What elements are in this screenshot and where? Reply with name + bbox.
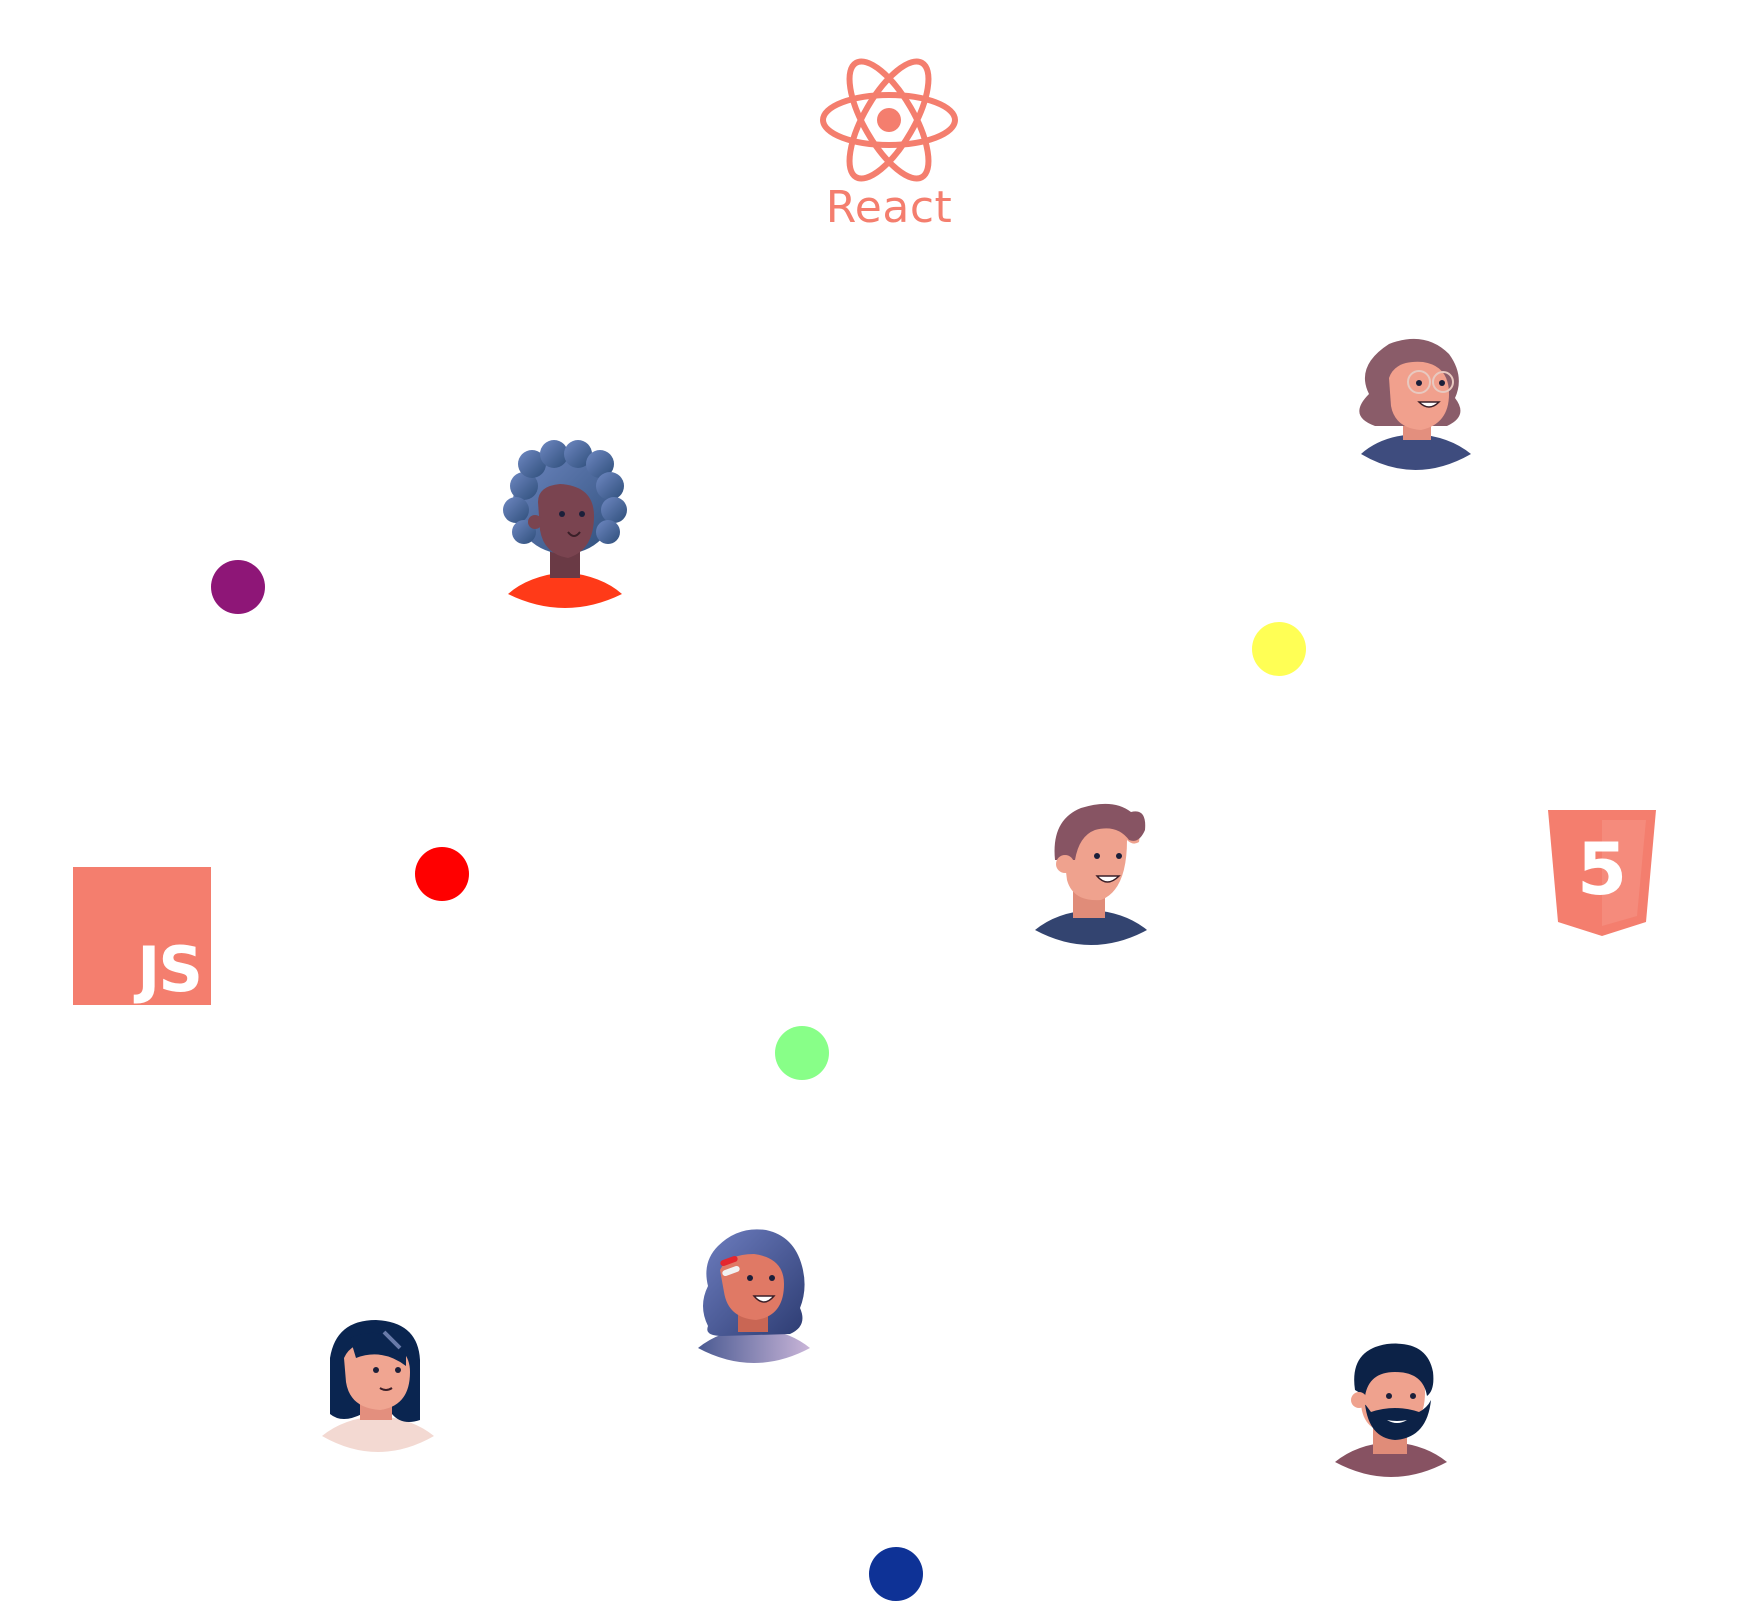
navy-dot [869,1547,923,1601]
react-label: React [825,182,953,233]
green-dot [775,1026,829,1080]
js-label: JS [137,933,203,1006]
html5-shield-icon: 5 [1548,810,1656,936]
yellow-dot [1252,622,1306,676]
avatar-long-hair-woman [322,1318,438,1454]
avatar-bearded-man [1335,1338,1451,1480]
purple-dot [211,560,265,614]
javascript-logo: JS [73,867,211,1005]
html5-logo: 5 [1548,810,1656,936]
avatar-short-hair-man [1035,800,1151,948]
html5-five-label: 5 [1577,827,1627,911]
avatar-glasses-woman [1345,336,1477,472]
react-atom-icon [820,58,958,182]
avatar-wavy-hair-woman [698,1226,814,1366]
react-logo: React [818,56,960,232]
red-dot [415,847,469,901]
avatar-curly-hair-woman [502,440,628,610]
